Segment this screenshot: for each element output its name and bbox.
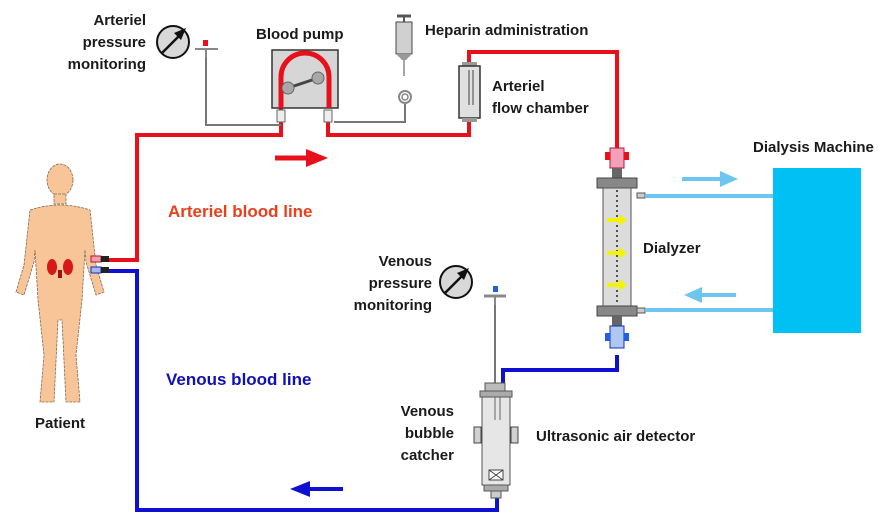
dialysate-out-arrow: [682, 171, 738, 187]
label-line: Venous: [378, 253, 432, 270]
arterial-blood-line: [104, 50, 619, 262]
dialyzer-label: Dialyzer: [643, 240, 701, 257]
label-line: bubble: [404, 425, 454, 442]
kidney-icon: [47, 259, 73, 278]
arterial-flow-chamber: [458, 62, 481, 122]
venous-line-catcher-to-patient: [104, 269, 499, 512]
heparin-syringe: [334, 14, 413, 123]
human-figure-icon: [15, 163, 105, 403]
arterial-line-patient-to-pump: [104, 100, 283, 262]
venous-pressure-transducer: [484, 286, 506, 385]
venous-line-dialyzer-to-catcher: [501, 355, 619, 385]
arterial-line-pump-to-chamber: [326, 118, 471, 137]
heparin-administration-label: Heparin administration: [425, 22, 589, 39]
label-line: flow chamber: [492, 100, 589, 117]
dialyzer-arrow-3: [607, 279, 627, 291]
label-line: catcher: [400, 447, 454, 464]
venous-bubble-catcher-label: Venous bubble catcher: [380, 401, 454, 467]
arterial-connector: [90, 255, 109, 263]
venous-blood-line: [104, 269, 619, 512]
ultrasonic-air-detector: [473, 426, 519, 444]
label-line: monitoring: [67, 56, 146, 73]
venous-blood-line-label: Venous blood line: [166, 370, 312, 389]
ultrasonic-air-detector-label: Ultrasonic air detector: [536, 428, 696, 445]
dialysate-lines: [645, 194, 773, 312]
label-line: Arteriel: [492, 78, 545, 95]
arterial-blood-line-label: Arteriel blood line: [168, 202, 313, 221]
dialysis-machine-label: Dialysis Machine: [753, 139, 874, 156]
dialysate-in-arrow: [684, 287, 736, 303]
patient-figure: [15, 163, 109, 403]
arterial-pressure-transducer: [195, 40, 281, 126]
arterial-line-chamber-to-dialyzer: [467, 50, 619, 148]
venous-connector: [90, 266, 109, 274]
dialyzer: [596, 147, 646, 349]
label-line: pressure: [368, 275, 432, 292]
venous-flow-arrow: [290, 481, 343, 497]
arterial-flow-chamber-label: Arteriel flow chamber: [492, 76, 589, 120]
dialysis-machine-box: [773, 168, 861, 333]
blood-pump: [271, 49, 339, 123]
venous-pressure-gauge: [439, 265, 473, 299]
dialyzer-arrow-2: [607, 247, 627, 259]
label-line: monitoring: [353, 297, 432, 314]
patient-label: Patient: [34, 415, 85, 432]
venous-pressure-monitoring-label: Venous pressure monitoring: [340, 251, 432, 317]
label-line: Arteriel: [93, 12, 146, 29]
arterial-pressure-monitoring-label: Arteriel pressure monitoring: [60, 10, 146, 76]
arterial-pressure-gauge: [156, 25, 190, 59]
label-line: Venous: [400, 403, 454, 420]
label-line: pressure: [82, 34, 146, 51]
blood-pump-label: Blood pump: [256, 26, 344, 43]
dialyzer-arrow-1: [607, 214, 627, 226]
arterial-flow-arrow: [275, 149, 328, 167]
venous-bubble-catcher: [479, 382, 513, 499]
